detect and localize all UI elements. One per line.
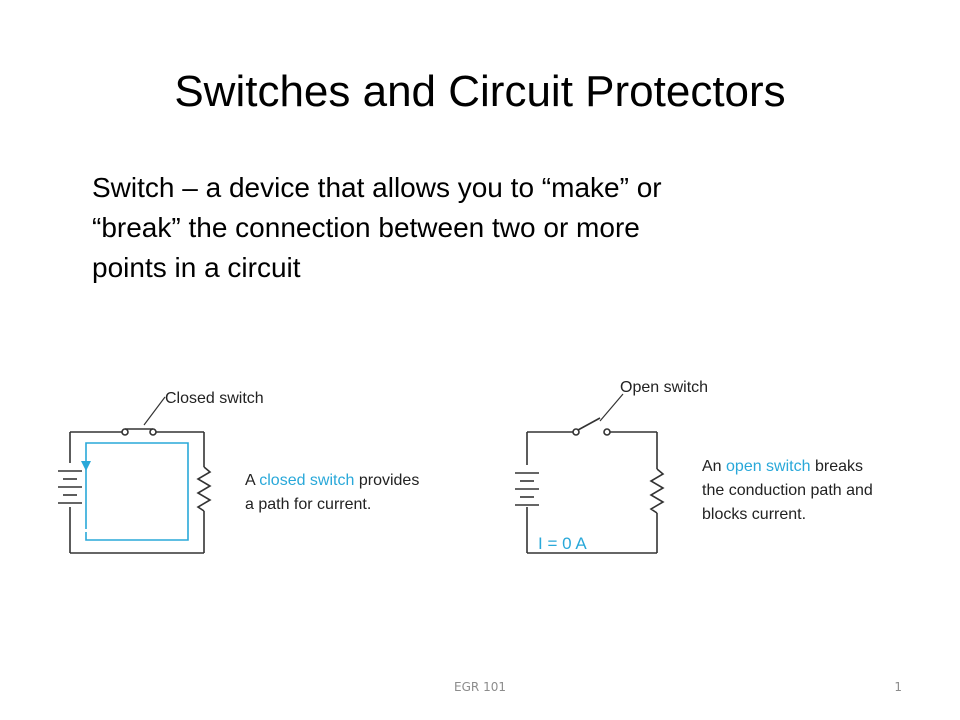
closed-switch-contact-left	[121, 428, 129, 436]
closed-switch-contact-right	[149, 428, 157, 436]
slide-title: Switches and Circuit Protectors	[174, 67, 786, 116]
zero-current-label: I = 0 A	[538, 534, 587, 553]
switch-diagram-figure: Closed switch A closed switch provides a…	[40, 365, 920, 565]
open-switch-pointer	[599, 393, 624, 422]
open-switch-contact-left	[572, 428, 580, 436]
open-switch-caption-line-3: blocks current.	[702, 506, 806, 523]
switch-diagrams-svg: Closed switch A closed switch provides a…	[58, 379, 873, 554]
closed-resistor-symbol	[196, 466, 212, 512]
definition-line-1: Switch – a device that allows you to “ma…	[92, 172, 662, 203]
closed-battery-symbol	[58, 470, 82, 504]
open-switch-blade	[577, 417, 601, 431]
open-switch-contact-right	[603, 428, 611, 436]
open-battery-symbol	[515, 472, 539, 506]
closed-switch-circuit	[58, 428, 212, 554]
closed-switch-label: Closed switch	[165, 390, 264, 407]
closed-switch-caption-line-1: A closed switch provides	[245, 472, 419, 489]
closed-switch-pointer	[143, 396, 166, 426]
closed-current-path	[81, 442, 189, 541]
open-switch-label: Open switch	[620, 379, 708, 396]
open-switch-caption-line-1: An open switch breaks	[702, 458, 863, 475]
open-switch-caption-line-2: the conduction path and	[702, 482, 873, 499]
footer-course: EGR 101	[454, 680, 506, 694]
open-switch-circuit	[515, 417, 665, 554]
definition-line-3: points in a circuit	[92, 252, 301, 283]
open-resistor-symbol	[649, 468, 665, 514]
slide-number: 1	[894, 680, 902, 694]
definition-line-2: “break” the connection between two or mo…	[92, 212, 640, 243]
current-direction-arrow	[81, 461, 91, 471]
definition-text: Switch – a device that allows you to “ma…	[92, 168, 882, 288]
closed-switch-caption-line-2: a path for current.	[245, 496, 371, 513]
